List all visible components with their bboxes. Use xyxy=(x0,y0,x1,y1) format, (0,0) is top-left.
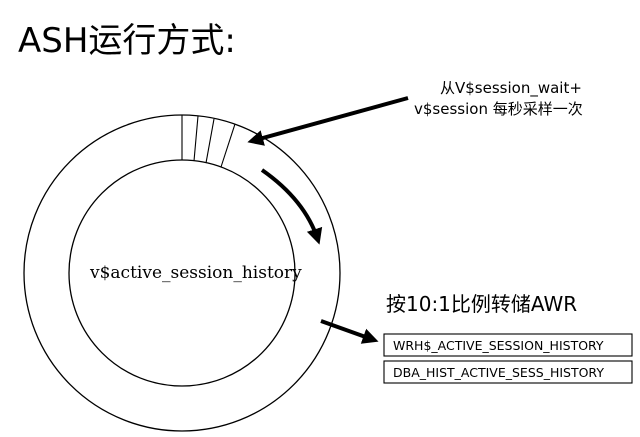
slot-divider-2 xyxy=(193,115,199,162)
dump-arrow xyxy=(320,319,379,344)
slot-divider-4 xyxy=(220,123,236,168)
awr-note: 按10:1比例转储AWR xyxy=(386,292,577,316)
table-name-dba: DBA_HIST_ACTIVE_SESS_HISTORY xyxy=(393,365,604,380)
source-note-line1: 从V$session_wait+ xyxy=(440,79,582,98)
table-name-wrh: WRH$_ACTIVE_SESSION_HISTORY xyxy=(393,338,604,353)
table-box-wrh xyxy=(383,333,633,357)
page-title: ASH运行方式: xyxy=(18,21,236,61)
rotation-arrow xyxy=(260,168,323,245)
sample-arrow xyxy=(247,96,409,146)
source-note-line2: v$session 每秒采样一次 xyxy=(414,100,583,118)
ring-label: v$active_session_history xyxy=(89,263,302,283)
slot-divider-3 xyxy=(205,118,215,164)
table-box-dba xyxy=(383,360,633,384)
